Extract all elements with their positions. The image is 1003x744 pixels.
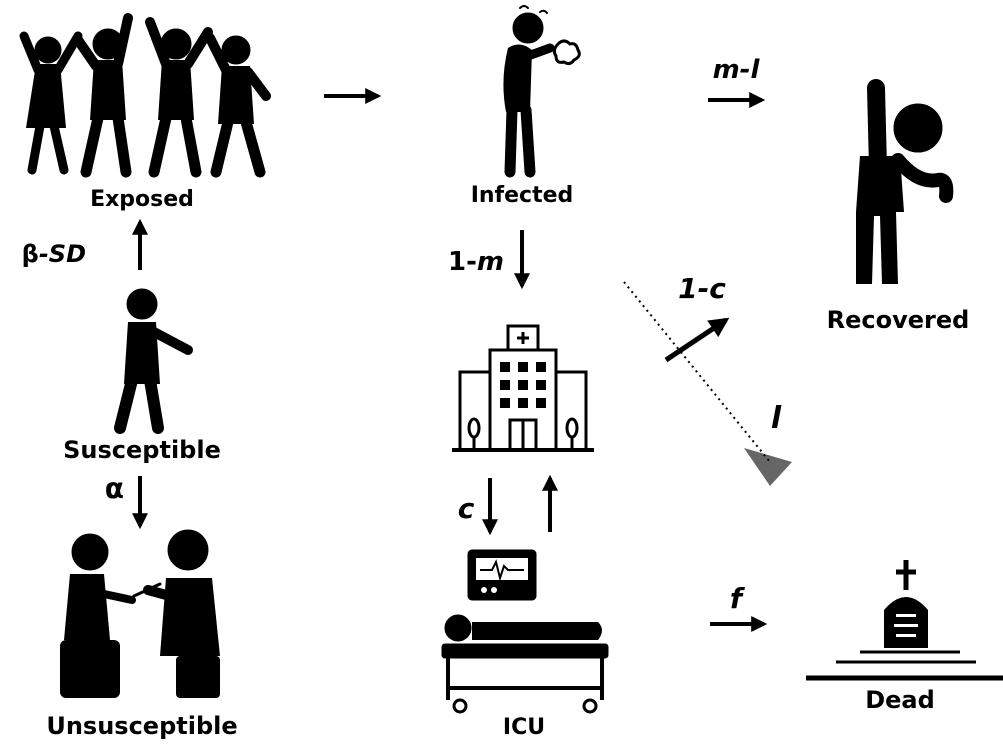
walking-person-icon: [114, 288, 193, 434]
infected-to-dead-dotted-line: [623, 281, 771, 463]
rate-alpha: α: [105, 472, 124, 505]
icu-label: ICU: [503, 715, 545, 740]
rate-one-minus-m-prefix: 1-: [448, 247, 477, 277]
dead-label: Dead: [865, 686, 935, 714]
rate-f: f: [730, 582, 746, 615]
healthy-person-icon: [856, 79, 954, 284]
recovered-label: Recovered: [827, 306, 970, 334]
rate-one-minus-m-var: m: [477, 247, 504, 277]
susceptible-label: Susceptible: [63, 436, 221, 464]
rate-l: l: [771, 401, 782, 436]
rate-one-minus-c: 1-c: [678, 272, 726, 305]
rate-beta-sd: β-SD: [22, 240, 86, 268]
hospital-icon: [452, 324, 594, 452]
vaccination-icon: [60, 529, 220, 698]
dotted-arrowhead: [744, 448, 792, 486]
rate-beta-symbol: β: [22, 240, 39, 268]
rate-m-minus-l: m-l: [713, 55, 761, 85]
icu-to-recovered-arrow: [664, 317, 730, 363]
unsusceptible-label: Unsusceptible: [46, 712, 237, 740]
tombstone-icon: [806, 560, 1003, 681]
exposed-label: Exposed: [90, 187, 194, 212]
coughing-person-icon: [503, 5, 581, 178]
icu-bed-icon: [441, 549, 609, 714]
crowd-icon: [19, 13, 271, 178]
rate-c: c: [458, 492, 475, 525]
infected-label: Infected: [471, 183, 574, 208]
rate-one-minus-m: 1-m: [448, 247, 504, 277]
rate-beta-suffix: -SD: [39, 240, 86, 268]
